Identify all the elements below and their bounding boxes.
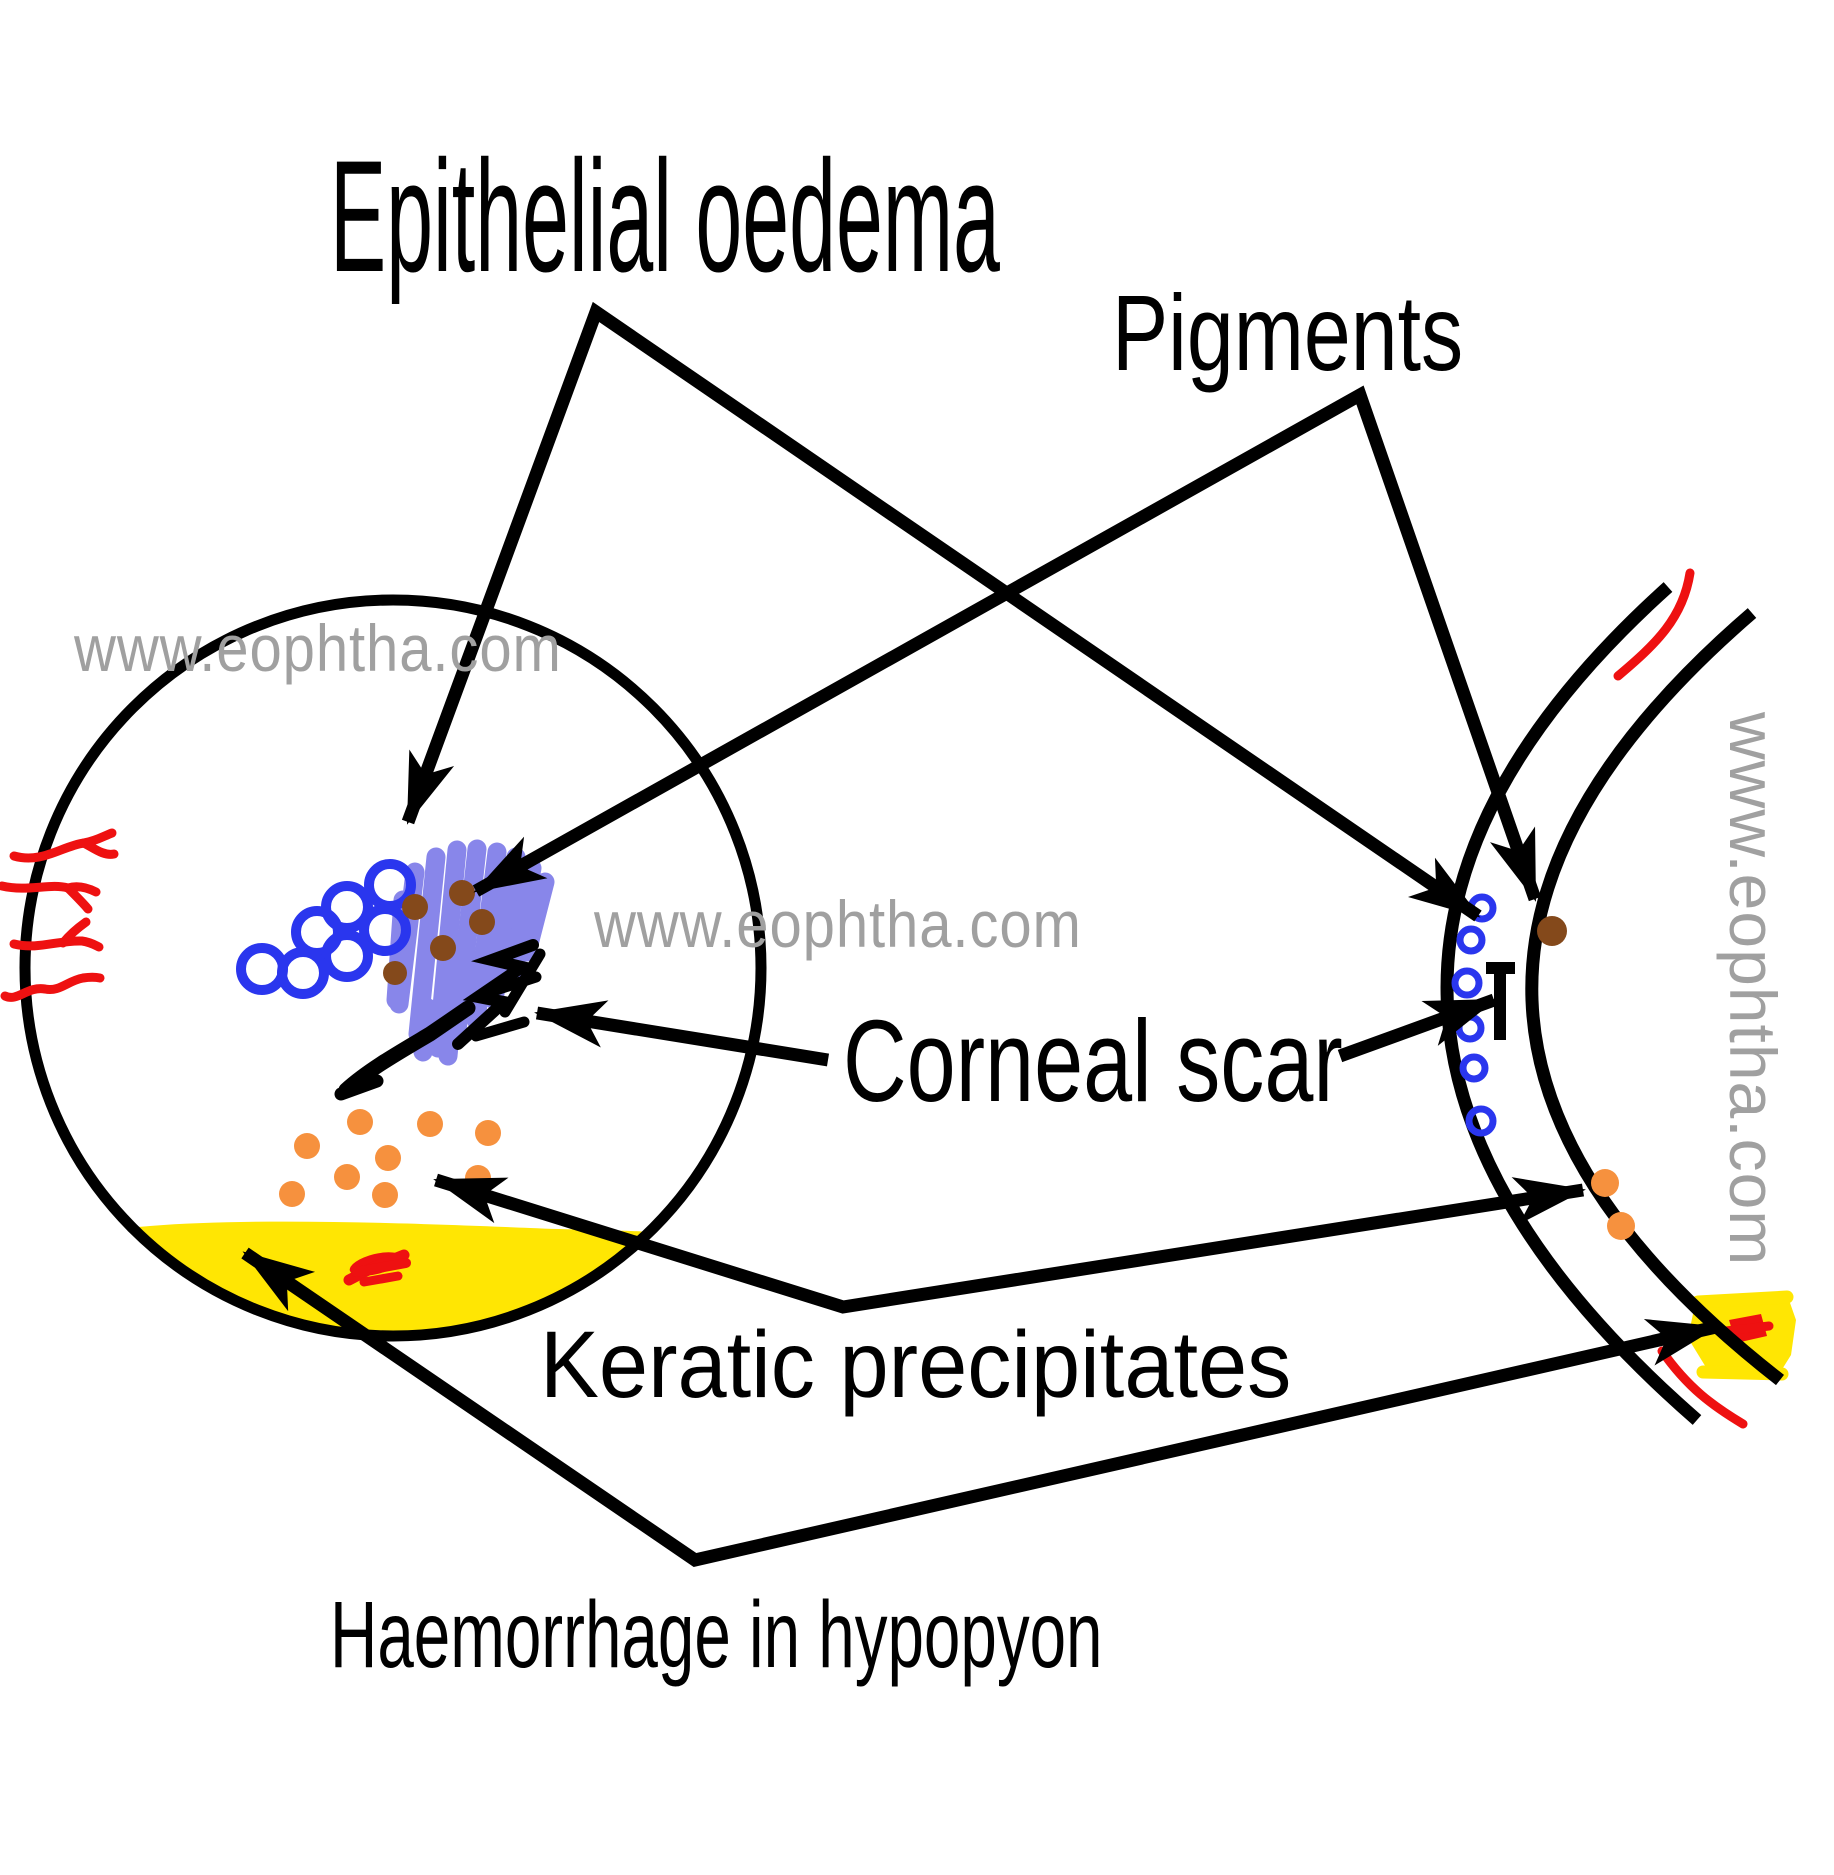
arrow-corneal-scar-right bbox=[1337, 993, 1497, 1063]
arrow-epithelial-oedema bbox=[401, 301, 1482, 922]
side-keratic-precipitate-dots bbox=[1591, 1169, 1635, 1240]
ciliary-vessels bbox=[0, 828, 119, 1002]
frontal-eye-view bbox=[0, 594, 767, 1342]
label-epithelial-oedema: Epithelial oedema bbox=[330, 127, 1000, 305]
label-pigments: Pigments bbox=[1112, 272, 1464, 393]
arrow-haemorrhage bbox=[241, 1247, 1719, 1567]
watermark-right-vertical: www.eophtha.com bbox=[1716, 712, 1790, 1267]
watermark-center: www.eophtha.com bbox=[594, 887, 1082, 961]
arrow-corneal-scar-left bbox=[534, 1000, 830, 1067]
label-haemorrhage-in-hypopyon: Haemorrhage in hypopyon bbox=[330, 1582, 1103, 1688]
side-epithelial-bubbles bbox=[1451, 893, 1497, 1137]
arrow-pigments bbox=[472, 385, 1542, 902]
label-corneal-scar: Corneal scar bbox=[843, 996, 1343, 1126]
side-corneal-scar-mark bbox=[1486, 962, 1515, 1040]
side-vessel-top bbox=[1613, 568, 1695, 681]
label-keratic-precipitates: Keratic precipitates bbox=[540, 1312, 1292, 1418]
corneal-scar-scribble bbox=[334, 939, 546, 1101]
epithelial-bubbles bbox=[236, 859, 416, 999]
watermark-top-left: www.eophtha.com bbox=[74, 611, 562, 685]
side-pigment-dot bbox=[1537, 916, 1567, 946]
